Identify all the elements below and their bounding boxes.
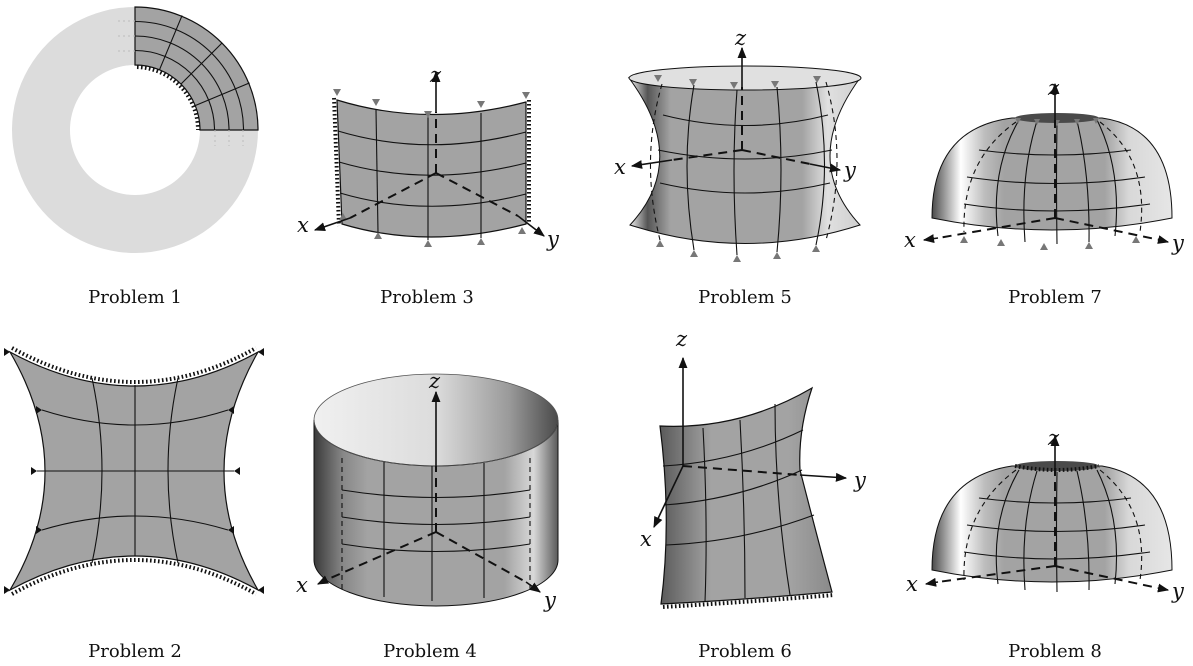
panel-problem-8: z x y Problem 8	[906, 426, 1185, 662]
y-axis-arrow	[1157, 235, 1170, 244]
hyperboloid-boundary-right	[825, 81, 838, 241]
y-axis-arrow	[1157, 583, 1170, 593]
clamped-edge-left	[332, 97, 341, 227]
axis-hidden	[937, 468, 1159, 589]
support-pins	[960, 118, 1140, 250]
y-axis-arrow	[799, 472, 848, 482]
y-label: y	[543, 588, 557, 612]
support-pins	[654, 75, 821, 262]
axis-hidden	[937, 120, 1161, 241]
axis-hidden	[349, 112, 519, 219]
x-label: x	[614, 155, 626, 179]
caption-problem-2: Problem 2	[88, 641, 182, 662]
support-pins	[333, 89, 530, 247]
membrane-grid	[37, 377, 234, 564]
caption-problem-5: Problem 5	[698, 287, 792, 308]
z-label: z	[734, 26, 747, 50]
z-label: z	[1047, 76, 1060, 100]
caption-problem-7: Problem 7	[1008, 287, 1102, 308]
caption-problem-1: Problem 1	[88, 287, 182, 308]
x-label: x	[296, 573, 308, 597]
y-label: y	[853, 468, 867, 492]
x-label: x	[297, 213, 309, 237]
y-axis-arrow	[809, 163, 842, 173]
dome-boundary-left	[963, 469, 1017, 581]
x-axis-arrow	[922, 234, 939, 244]
hyperboloid-boundary-left	[649, 83, 663, 241]
y-axis-arrow	[525, 581, 541, 593]
x-label: x	[906, 572, 918, 596]
dome-boundary-right	[1099, 469, 1143, 581]
z-label: z	[1047, 426, 1060, 450]
patch-grid	[662, 403, 815, 603]
hyperboloid-top-rim	[628, 65, 862, 91]
dome-surface	[931, 465, 1173, 583]
y-label: y	[1171, 231, 1185, 255]
axis-hidden	[682, 465, 801, 476]
clamped-edge	[136, 65, 200, 131]
dome-surface	[931, 117, 1173, 231]
caption-problem-8: Problem 8	[1008, 641, 1102, 662]
panel-problem-5: z x y Problem 5	[614, 26, 862, 308]
patch-surface	[659, 386, 833, 605]
x-axis-arrow	[924, 577, 939, 587]
z-label: z	[675, 327, 688, 351]
panel-problem-2: Problem 2	[4, 346, 264, 662]
z-label: z	[428, 369, 441, 393]
clamped-edge-bottom	[11, 558, 257, 596]
z-label: z	[429, 63, 442, 87]
hyperboloid-grid	[657, 81, 833, 256]
panel-problem-3: z x y Problem 3	[297, 63, 560, 308]
clamped-edge-top	[11, 346, 257, 384]
panel-problem-7: z x y Problem 7	[904, 76, 1185, 308]
caption-problem-3: Problem 3	[380, 287, 474, 308]
panel-problem-6: z x y Problem 6	[640, 327, 867, 662]
axis-hidden	[325, 466, 527, 583]
axis-hidden	[671, 87, 811, 165]
support-pins	[4, 348, 264, 594]
x-axis-arrow	[313, 217, 351, 231]
dome-boundary-right	[1099, 121, 1143, 233]
y-label: y	[843, 158, 857, 182]
x-axis-arrow	[653, 465, 684, 529]
x-axis-arrow	[316, 575, 330, 585]
clamped-top-ring	[1014, 464, 1100, 472]
x-label: x	[640, 527, 652, 551]
caption-problem-4: Problem 4	[383, 641, 477, 662]
caption-problem-6: Problem 6	[698, 641, 792, 662]
clamped-edge-bottom	[662, 593, 835, 609]
x-axis-arrow	[630, 159, 673, 169]
annulus-grid	[134, 15, 250, 131]
panel-grid	[337, 109, 527, 240]
panel-problem-1: Problem 1	[12, 6, 259, 308]
panel-problem-4: z x y Problem 4	[296, 369, 559, 662]
x-label: x	[904, 228, 916, 252]
y-axis-arrow	[517, 215, 545, 237]
y-label: y	[1171, 579, 1185, 603]
y-label: y	[546, 227, 560, 251]
dome-boundary-left	[963, 121, 1017, 233]
